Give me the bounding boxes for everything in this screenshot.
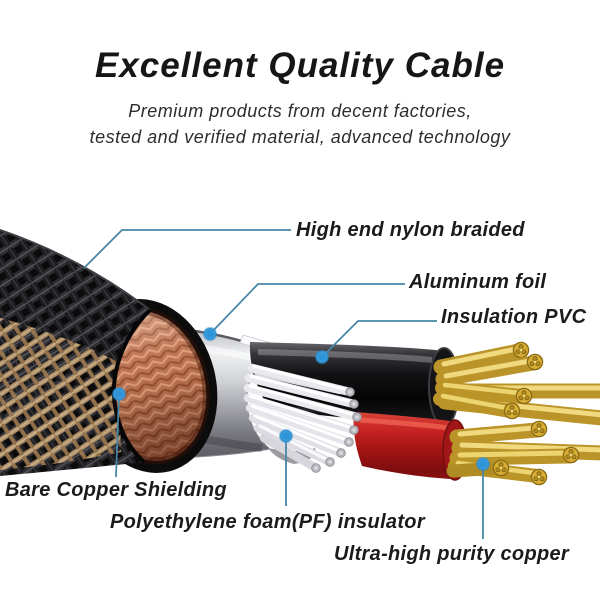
leader-dot-insulation-pvc bbox=[314, 349, 330, 365]
page-title: Excellent Quality Cable bbox=[94, 46, 506, 85]
leader-dot-copper-shielding bbox=[111, 386, 127, 402]
leader-line-insulation-pvc bbox=[321, 320, 437, 358]
label-purity-copper: Ultra-high purity copper bbox=[334, 543, 569, 565]
label-nylon-braided: High end nylon braided bbox=[296, 219, 525, 241]
label-aluminum-foil: Aluminum foil bbox=[409, 271, 547, 293]
copper-strands-bottom bbox=[446, 420, 600, 486]
leader-lines bbox=[83, 229, 484, 539]
leader-dots bbox=[111, 326, 491, 472]
copper-strands-top bbox=[433, 341, 600, 426]
subtitle-line-2: tested and verified material, advanced t… bbox=[89, 127, 511, 147]
foam-insulator-strands bbox=[243, 363, 362, 473]
leader-dot-purity-copper bbox=[475, 456, 491, 472]
leader-dot-pe-foam bbox=[278, 428, 294, 444]
braid-tan-strands bbox=[0, 318, 121, 470]
subtitle-line-1: Premium products from decent factories, bbox=[128, 101, 472, 121]
label-insulation-pvc: Insulation PVC bbox=[441, 306, 587, 328]
leader-line-copper-shielding bbox=[115, 393, 120, 478]
label-copper-shielding: Bare Copper Shielding bbox=[5, 479, 227, 501]
leader-line-aluminum-foil bbox=[209, 283, 405, 335]
nylon-braid-layer bbox=[0, 229, 152, 476]
label-pe-foam: Polyethylene foam(PF) insulator bbox=[110, 511, 425, 533]
leader-line-nylon-braided bbox=[83, 229, 291, 269]
leader-dot-aluminum-foil bbox=[202, 326, 218, 342]
